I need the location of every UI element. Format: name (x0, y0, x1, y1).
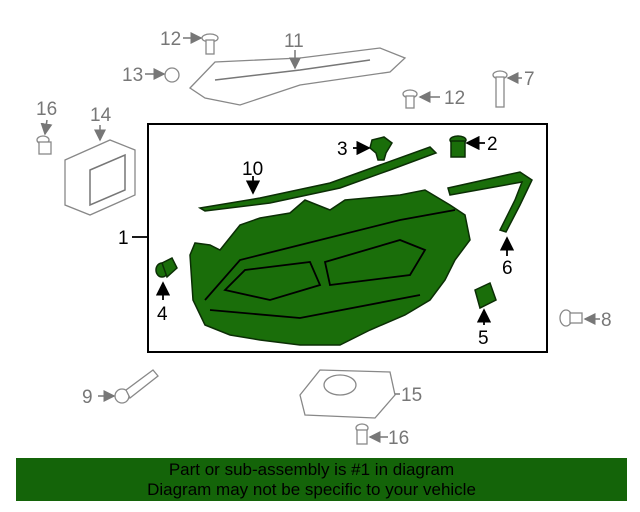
callout-7[interactable]: 7 (524, 69, 535, 90)
screw-part-12-top[interactable] (201, 33, 219, 55)
callout-12-right[interactable]: 12 (444, 88, 465, 109)
callout-16-bottom[interactable]: 16 (388, 428, 409, 449)
callout-10[interactable]: 10 (242, 159, 263, 180)
screw-part-8[interactable] (559, 309, 583, 327)
callout-8[interactable]: 8 (601, 310, 612, 331)
callout-12-top[interactable]: 12 (160, 29, 181, 50)
callout-2[interactable]: 2 (487, 134, 498, 155)
grommet-part-4[interactable] (155, 256, 178, 279)
callout-5[interactable]: 5 (478, 328, 489, 349)
callout-3[interactable]: 3 (337, 139, 348, 160)
screw-part-16-left[interactable] (36, 135, 52, 155)
callout-16-left[interactable]: 16 (36, 99, 57, 120)
assembly-box (147, 123, 548, 353)
callout-4[interactable]: 4 (157, 304, 168, 325)
grommet-part-2[interactable] (449, 135, 467, 158)
clip-part-3[interactable] (369, 136, 393, 161)
disclaimer-banner: Part or sub-assembly is #1 in diagram Di… (16, 458, 627, 501)
trim-strip-part-10[interactable] (197, 146, 438, 212)
screw-part-9[interactable] (114, 369, 159, 404)
module-part-14[interactable] (64, 139, 136, 216)
callout-6[interactable]: 6 (502, 258, 513, 279)
callout-1[interactable]: 1 (118, 228, 129, 249)
bolt-part-7[interactable] (492, 70, 508, 108)
ballast-part-15[interactable] (299, 369, 396, 419)
callout-13[interactable]: 13 (122, 65, 143, 86)
callout-11[interactable]: 11 (284, 31, 304, 52)
banner-line-2: Diagram may not be specific to your vehi… (147, 480, 476, 499)
screw-part-12-right[interactable] (402, 89, 418, 109)
callout-14[interactable]: 14 (90, 105, 112, 126)
seal-part-6[interactable] (447, 171, 533, 233)
callout-9[interactable]: 9 (82, 387, 93, 408)
banner-line-1: Part or sub-assembly is #1 in diagram (168, 460, 455, 479)
bracket-part-11[interactable] (188, 47, 407, 106)
parts-diagram: 1 2 3 4 5 6 10 7 8 9 11 12 12 13 14 15 1… (36, 29, 612, 449)
callout-15[interactable]: 15 (401, 385, 422, 406)
leader-lines (40, 32, 600, 443)
plug-part-13[interactable] (164, 67, 180, 83)
headlamp-assembly-part-1[interactable] (189, 189, 471, 346)
screw-part-16-bottom[interactable] (355, 423, 369, 445)
bracket-part-5[interactable] (474, 281, 497, 310)
